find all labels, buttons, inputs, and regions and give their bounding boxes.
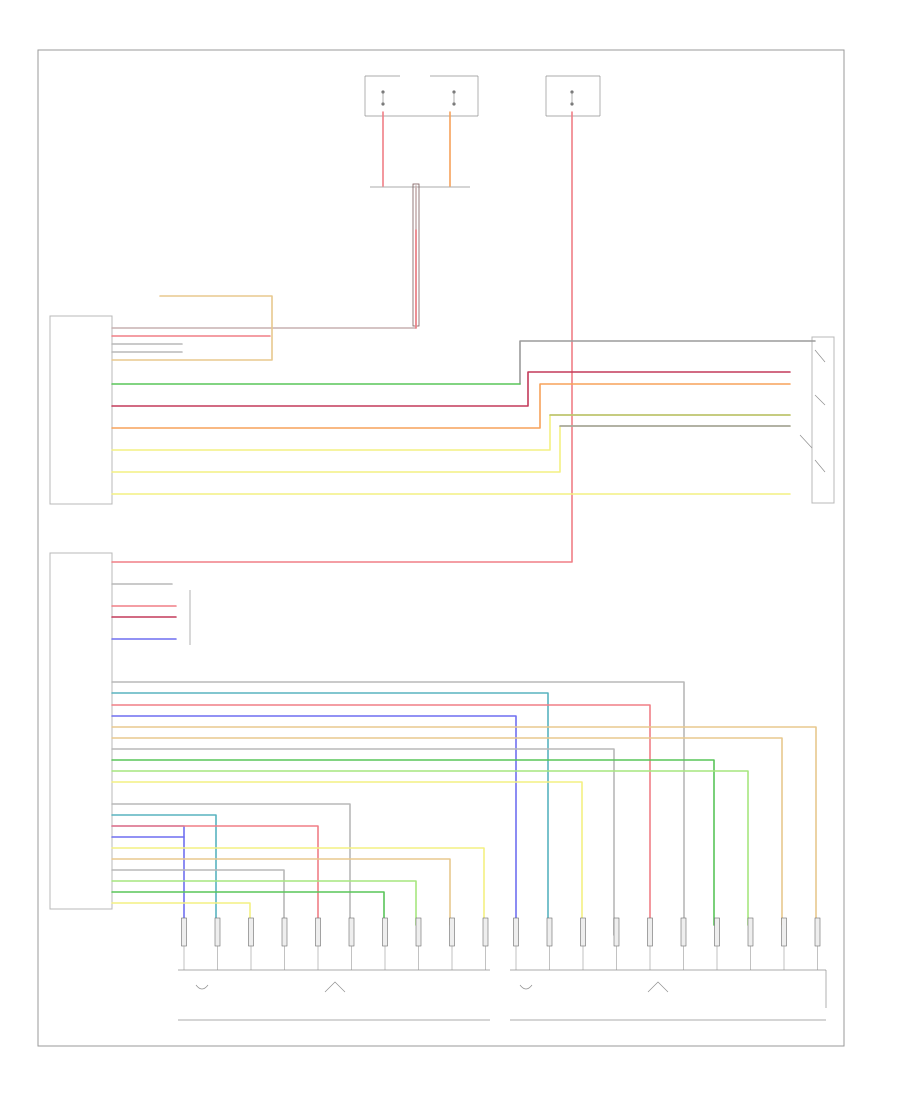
connector-pin [747,917,754,947]
connector-pin [449,917,455,947]
connector-pin [348,917,355,947]
connector-pin [680,917,687,947]
connector-pin [415,917,422,947]
connector-pin [315,917,321,947]
connector-pin [214,917,221,947]
control-module-lower [49,552,113,910]
connector-pin [814,917,821,947]
connector-pin [714,917,720,947]
connector-pin [781,917,787,947]
connector-pin [482,917,489,947]
connector-pin [181,917,187,947]
connector-pin [613,917,620,947]
connector-pin [248,917,254,947]
fuse-box-group-right [545,75,601,117]
diagram-frame [37,49,845,1047]
feed-wires [111,111,573,563]
connector-pin [513,917,519,947]
connector-pin [546,917,553,947]
connector-pin [647,917,653,947]
control-module-upper [49,315,113,505]
fuse-icon [381,90,385,106]
fuse-icon [452,90,456,106]
switch-assembly [811,336,835,504]
connector-pin [281,917,288,947]
connector-pin [382,917,388,947]
connector-pin [580,917,586,947]
fuse-icon [570,90,574,106]
fuse-box-group-left [364,75,479,117]
upper-module-wires [111,295,816,495]
component-left [178,969,490,1021]
component-right [510,969,827,1021]
connector-bundles [181,917,821,970]
lower-module-wires [111,583,817,936]
